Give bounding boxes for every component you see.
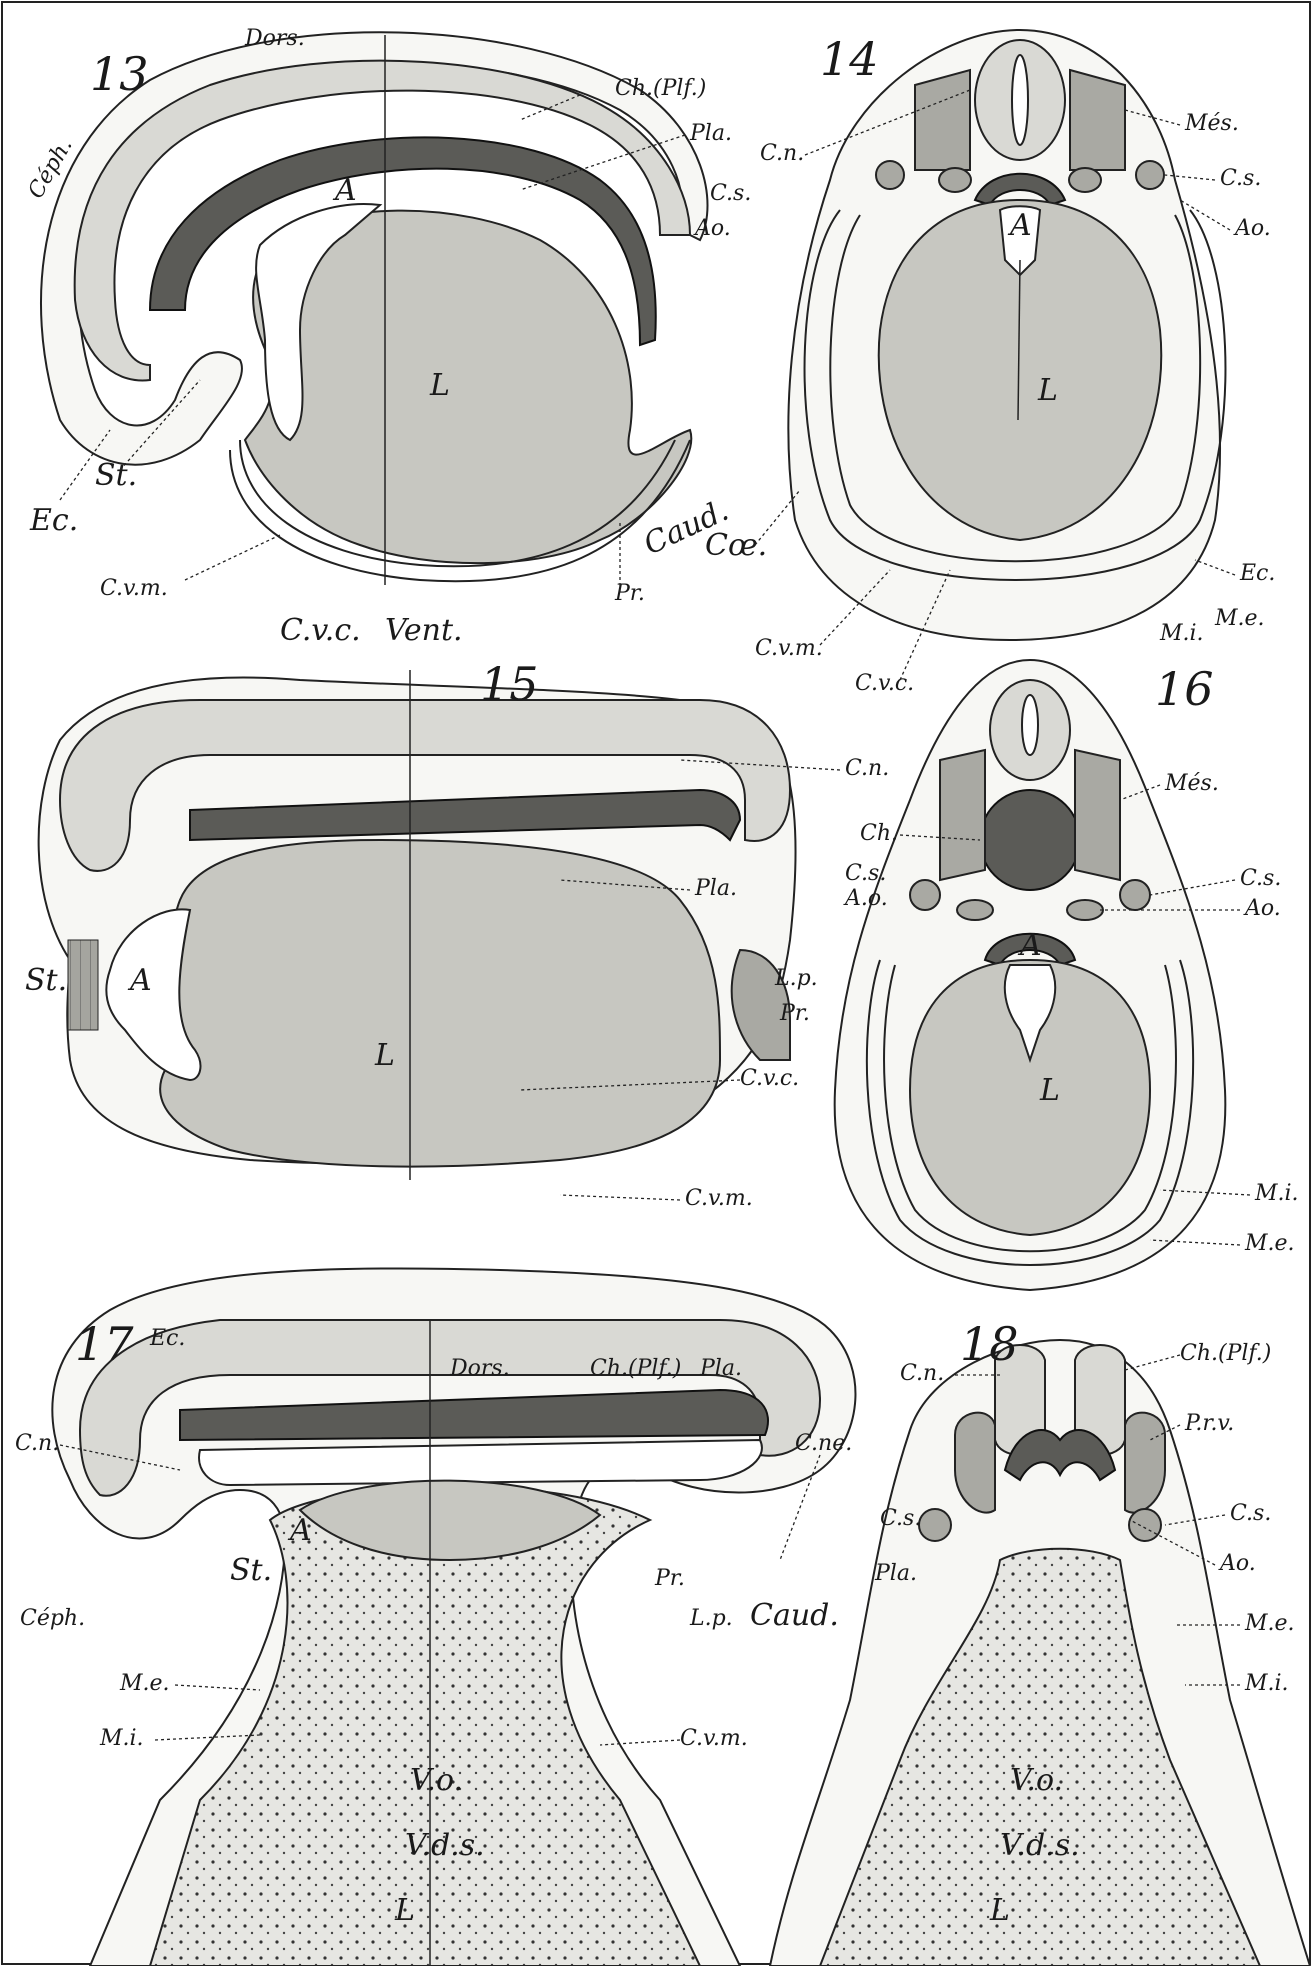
label-l: L: [374, 1038, 395, 1073]
figure-14-number: 14: [820, 32, 879, 86]
label-ch-plf: Ch.(Plf.): [1180, 1341, 1271, 1366]
label-cn: C.n.: [15, 1431, 59, 1456]
label-ch-plf: Ch.(Plf.): [615, 76, 706, 101]
label-me: M.e.: [1244, 1231, 1295, 1256]
figure-13: 13 Dors. Ch.(Plf.) Pla. A Céph. L St. Ec…: [24, 26, 734, 648]
label-l: L: [989, 1893, 1010, 1928]
label-mi: M.i.: [1244, 1671, 1289, 1696]
figure-16: 16 Més. Ch. C.s. C.s. A.o. Ao. A L M.i. …: [835, 660, 1299, 1290]
label-me: M.e.: [1244, 1611, 1295, 1636]
label-caud: Caud.: [750, 1598, 839, 1633]
label-vo: V.o.: [1010, 1763, 1063, 1798]
label-cvm: C.v.m.: [100, 576, 168, 601]
label-cs-left: C.s.: [880, 1506, 921, 1531]
label-mi: M.i.: [1254, 1181, 1299, 1206]
label-mi: M.i.: [1159, 621, 1204, 646]
label-vds: V.d.s.: [1000, 1828, 1080, 1863]
label-coe: Cœ.: [705, 528, 767, 563]
label-cn: C.n.: [845, 756, 889, 781]
figure-18-number: 18: [960, 1317, 1019, 1371]
label-vent: Vent.: [385, 613, 463, 648]
label-pla: Pla.: [874, 1561, 917, 1586]
label-l: L: [394, 1893, 415, 1928]
label-cn: C.n.: [760, 141, 804, 166]
label-lp: L.p.: [689, 1606, 733, 1631]
label-ch-plf: Ch.(Plf.): [590, 1356, 681, 1381]
label-a: A: [1007, 208, 1032, 243]
label-ao-left: A.o.: [843, 886, 888, 911]
label-pr: Pr.: [614, 581, 645, 606]
label-st: St.: [25, 963, 67, 998]
label-l: L: [429, 368, 450, 403]
label-prv: P.r.v.: [1184, 1411, 1234, 1436]
label-ec: Ec.: [1239, 561, 1275, 586]
label-pla: Pla.: [699, 1356, 742, 1381]
label-pla: Pla.: [689, 121, 732, 146]
label-cvm: C.v.m.: [755, 636, 823, 661]
label-mes: Més.: [1184, 111, 1239, 136]
label-ec: Ec.: [149, 1326, 185, 1351]
label-a: A: [332, 173, 357, 208]
label-ao-right: Ao.: [1243, 896, 1281, 921]
figure-17-number: 17: [75, 1317, 134, 1371]
label-l: L: [1037, 373, 1058, 408]
figure-14: 14 Més. C.n. C.s. C.s. Ao. Ao. A L Cœ. E…: [693, 30, 1275, 696]
label-mi: M.i.: [99, 1726, 144, 1751]
label-cs-left: C.s.: [710, 181, 751, 206]
label-ao-right: Ao.: [1233, 216, 1271, 241]
figure-17: 17 Ec. Dors. Ch.(Plf.) Pla. C.n. C.ne. A…: [15, 1268, 855, 1966]
label-dors: Dors.: [244, 26, 305, 51]
label-cvc: C.v.c.: [280, 613, 361, 648]
label-ch: Ch.: [860, 821, 898, 846]
figure-13-number: 13: [90, 47, 149, 101]
figure-15: 15 C.n. Pla. St. A L L.p. Pr. C.v.c. C.v…: [25, 657, 889, 1211]
label-pr: Pr.: [654, 1566, 685, 1591]
label-cs-right: C.s.: [1220, 166, 1261, 191]
label-cvc: C.v.c.: [740, 1066, 799, 1091]
label-cs-left: C.s.: [845, 861, 886, 886]
label-l: L: [1039, 1073, 1060, 1108]
label-a: A: [1017, 928, 1042, 963]
label-a: A: [127, 963, 152, 998]
label-me: M.e.: [1214, 606, 1265, 631]
label-lp: L.p.: [774, 966, 818, 991]
label-st: St.: [230, 1553, 272, 1588]
label-ao: Ao.: [1218, 1551, 1256, 1576]
label-dors: Dors.: [449, 1356, 510, 1381]
label-cs-right: C.s.: [1230, 1501, 1271, 1526]
label-mes: Més.: [1164, 771, 1219, 796]
label-cs-right: C.s.: [1240, 866, 1281, 891]
label-ao-left: Ao.: [693, 216, 731, 241]
label-cne: C.ne.: [795, 1431, 852, 1456]
label-ceph: Céph.: [20, 1606, 85, 1631]
label-pla: Pla.: [694, 876, 737, 901]
label-cvm: C.v.m.: [685, 1186, 753, 1211]
label-cvc: C.v.c.: [855, 671, 914, 696]
label-st: St.: [95, 458, 137, 493]
label-ec: Ec.: [29, 503, 78, 538]
label-vo: V.o.: [410, 1763, 463, 1798]
label-cn: C.n.: [900, 1361, 944, 1386]
label-cvm: C.v.m.: [680, 1726, 748, 1751]
label-pr: Pr.: [779, 1001, 810, 1026]
figure-16-number: 16: [1155, 662, 1214, 716]
label-vds: V.d.s.: [405, 1828, 485, 1863]
label-me: M.e.: [119, 1671, 170, 1696]
figure-15-number: 15: [480, 657, 539, 711]
label-a: A: [287, 1513, 312, 1548]
